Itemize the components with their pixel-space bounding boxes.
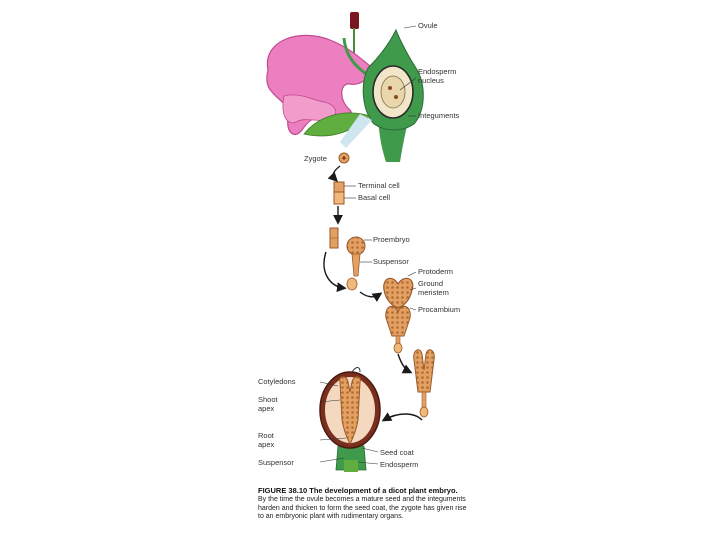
label-endosperm-nucleus-line2: nucleus <box>418 76 444 85</box>
zygote-stage <box>339 153 349 163</box>
stamen-anther <box>350 12 359 29</box>
flower-illustration <box>267 12 423 162</box>
label-ovule: Ovule <box>418 21 438 30</box>
arrow-globular-to-heart <box>360 292 380 297</box>
label-suspensor-bottom: Suspensor <box>258 458 294 467</box>
label-shoot-apex-line1: Shoot <box>258 395 279 404</box>
label-shoot-apex: Shoot apex <box>258 395 280 413</box>
label-basal-cell: Basal cell <box>358 193 390 202</box>
heart-embryo <box>384 278 413 308</box>
label-endosperm-nucleus-line1: Endosperm <box>418 67 456 76</box>
label-seed-coat: Seed coat <box>380 448 415 457</box>
arrow-proembryo-to-globular <box>324 252 344 288</box>
label-endosperm-nucleus: Endosperm nucleus <box>418 67 458 85</box>
label-proembryo: Proembryo <box>373 235 410 244</box>
label-shoot-apex-line2: apex <box>258 404 275 413</box>
arrow-torpedo-to-seed <box>384 414 422 420</box>
basal-cell <box>334 192 344 204</box>
cotyledon-stage <box>414 350 435 417</box>
label-integuments: Integuments <box>418 111 460 120</box>
label-ground-meristem-line1: Ground <box>418 279 443 288</box>
label-cotyledons: Cotyledons <box>258 377 296 386</box>
label-ground-meristem-line2: meristem <box>418 288 449 297</box>
label-zygote: Zygote <box>304 154 327 163</box>
label-procambium: Procambium <box>418 305 460 314</box>
endosperm-nucleus-marker <box>381 76 405 108</box>
proembryo <box>347 237 365 255</box>
figure-caption-body: By the time the ovule becomes a mature s… <box>258 496 468 522</box>
label-terminal-cell: Terminal cell <box>358 181 400 190</box>
arrow-zygote-to-twocell <box>333 166 340 180</box>
heart-stage <box>384 272 416 353</box>
label-protoderm: Protoderm <box>418 267 453 276</box>
proembryo-stage <box>330 228 372 290</box>
label-suspensor: Suspensor <box>373 257 409 266</box>
label-root-apex-line1: Root <box>258 431 275 440</box>
figure-caption-title: FIGURE 38.10 The development of a dicot … <box>258 486 458 495</box>
label-endosperm: Endosperm <box>380 460 418 469</box>
two-cell-stage <box>334 182 356 204</box>
terminal-cell <box>334 182 344 192</box>
label-root-apex-line2: apex <box>258 440 275 449</box>
suspensor <box>352 254 360 276</box>
torpedo-embryo <box>386 306 411 336</box>
arrow-heart-to-torpedo <box>398 354 410 372</box>
late-embryo <box>414 350 435 392</box>
label-ground-meristem: Ground meristem <box>418 279 449 297</box>
label-root-apex: Root apex <box>258 431 276 449</box>
mature-seed <box>320 368 380 473</box>
